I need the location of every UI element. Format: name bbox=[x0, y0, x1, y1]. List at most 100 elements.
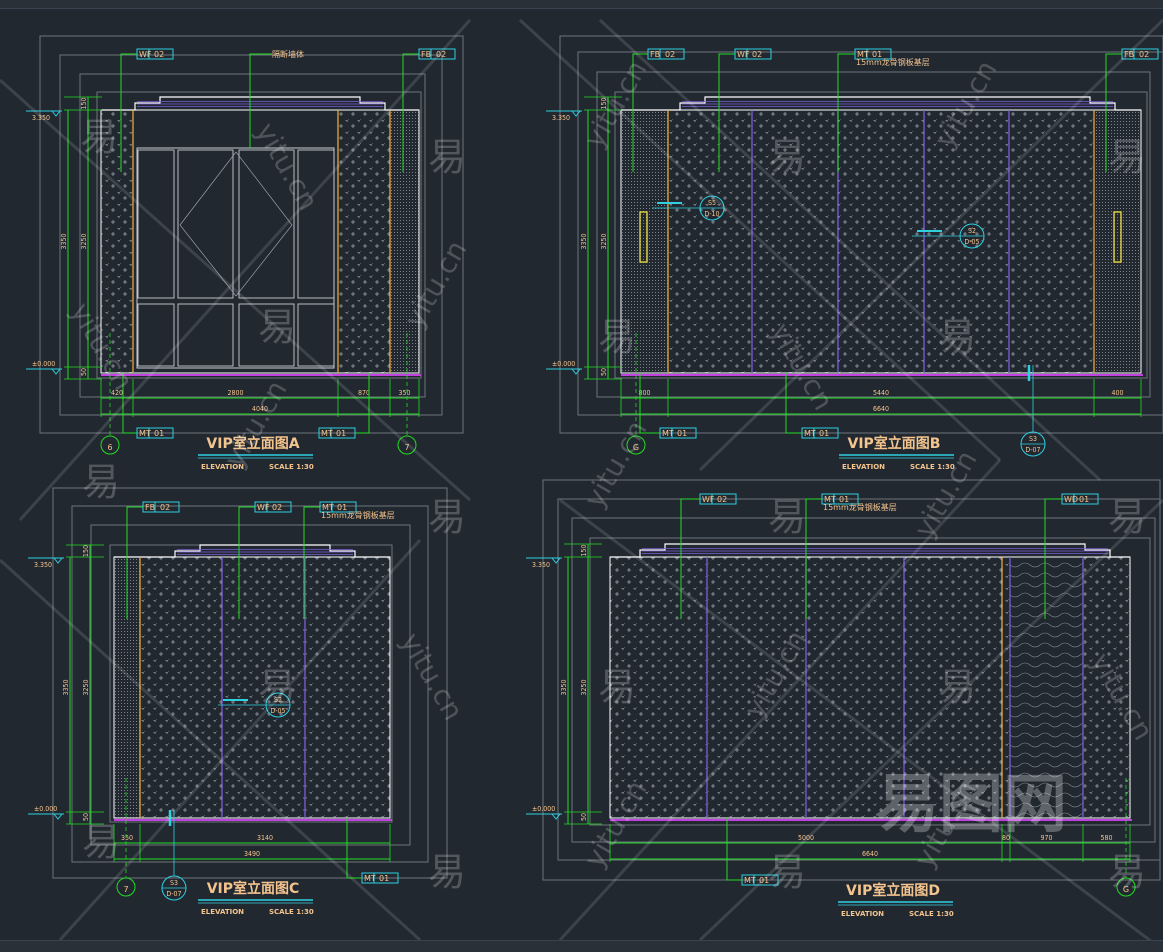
material-tag-code: MT bbox=[744, 876, 756, 885]
callout-number: S3 bbox=[1029, 435, 1037, 443]
material-tag-code: WF bbox=[737, 50, 750, 59]
level-marker-icon bbox=[50, 368, 62, 375]
door-panel bbox=[297, 303, 335, 367]
dim-height-total: 3350 bbox=[580, 233, 588, 249]
material-tag-number: 01 bbox=[379, 874, 389, 883]
door-swing-lines bbox=[179, 151, 293, 297]
material-tag-box bbox=[418, 48, 456, 60]
drawing-title: VIP室立面图C bbox=[207, 880, 300, 897]
wall-outline bbox=[609, 556, 1131, 819]
watermark-char: 易 bbox=[428, 135, 466, 179]
drawing-frame bbox=[559, 35, 1163, 434]
level-top: 3.350 bbox=[552, 114, 570, 122]
material-tag-box bbox=[319, 501, 357, 513]
material-note: 15mm龙骨钢板基层 bbox=[856, 57, 930, 67]
level-marker-icon bbox=[570, 110, 582, 117]
watermark-stroke bbox=[698, 18, 1163, 472]
dim-height-total: 3350 bbox=[62, 679, 70, 695]
material-tag-number: 02 bbox=[160, 503, 170, 512]
dim-width-total: 6640 bbox=[873, 405, 889, 413]
material-tag-number: 01 bbox=[336, 429, 346, 438]
leader-line bbox=[1044, 498, 1062, 619]
axis-label: G bbox=[1123, 885, 1129, 894]
material-tag-code: MT bbox=[824, 495, 836, 504]
door-window bbox=[136, 147, 335, 369]
wall-outline bbox=[100, 109, 420, 374]
ceiling-molding bbox=[114, 544, 390, 558]
drawing-subtitle: ELEVATION bbox=[841, 910, 884, 918]
wall-finish-plus bbox=[101, 110, 133, 373]
material-tag-box bbox=[801, 427, 839, 439]
axis-label: 6 bbox=[107, 443, 112, 452]
watermark-stroke bbox=[598, 18, 1102, 482]
level-top: 3.350 bbox=[532, 561, 550, 569]
drawing-frame bbox=[79, 73, 426, 398]
material-tag-box bbox=[254, 501, 292, 513]
drawing-scale: SCALE 1:30 bbox=[910, 463, 955, 471]
dim-width-segment: 350 bbox=[398, 389, 410, 397]
leader-line bbox=[837, 53, 855, 172]
leader-line bbox=[355, 373, 370, 434]
material-tag-number: 01 bbox=[677, 429, 687, 438]
watermark-stroke bbox=[0, 558, 422, 942]
axis-bubble bbox=[626, 435, 646, 455]
material-tag-box bbox=[318, 427, 356, 439]
leader-line bbox=[122, 373, 137, 434]
watermark-char: 易 bbox=[938, 315, 976, 359]
leader-line bbox=[1105, 53, 1122, 172]
material-tag-number: 01 bbox=[759, 876, 769, 885]
level-marker-icon bbox=[550, 813, 562, 820]
dim-width-segment: 80 bbox=[1002, 834, 1010, 842]
leader-line bbox=[346, 818, 362, 879]
material-tag-code: FB bbox=[1124, 50, 1134, 59]
level-floor: ±0.000 bbox=[532, 805, 555, 813]
level-marker-icon bbox=[50, 110, 62, 117]
material-tag-code: MT bbox=[321, 429, 333, 438]
watermark-stroke bbox=[58, 538, 422, 942]
callout-sheet: D-05 bbox=[964, 238, 979, 246]
dim-height-wall: 3250 bbox=[600, 233, 608, 249]
material-tag-code: MT bbox=[804, 429, 816, 438]
material-tag-box bbox=[734, 48, 772, 60]
wall-finish-wood bbox=[1010, 557, 1083, 818]
material-tag-number: 01 bbox=[1079, 495, 1089, 504]
leader-line bbox=[632, 53, 648, 172]
watermark-char: 易 bbox=[80, 115, 118, 159]
watermark-char: 易 bbox=[1108, 135, 1146, 179]
bottom-status-edge bbox=[0, 940, 1163, 952]
watermark-char: 易 bbox=[1108, 495, 1146, 539]
callout-sheet: D-05 bbox=[270, 707, 285, 715]
drawing-frame bbox=[90, 524, 411, 846]
material-tag-box bbox=[854, 48, 892, 60]
watermark-char: 易 bbox=[598, 665, 636, 709]
material-tag-number: 02 bbox=[717, 495, 727, 504]
material-tag-code: MT bbox=[857, 50, 869, 59]
material-tag-box bbox=[647, 48, 685, 60]
wall-lamp bbox=[1113, 211, 1122, 263]
drawing-title: VIP室立面图A bbox=[206, 435, 299, 452]
axis-bubble bbox=[116, 877, 136, 897]
material-tag-box bbox=[1121, 48, 1159, 60]
wall-finish-dots bbox=[621, 110, 668, 373]
watermark-stroke bbox=[558, 458, 1002, 942]
dim-width-segment: 2800 bbox=[227, 389, 243, 397]
ceiling-molding bbox=[101, 96, 419, 111]
dim-ceiling: 150 bbox=[600, 97, 608, 109]
door-panel bbox=[137, 303, 175, 367]
drawing-scale: SCALE 1:30 bbox=[269, 463, 314, 471]
axis-bubble bbox=[397, 435, 417, 455]
dim-width-segment: 870 bbox=[358, 389, 370, 397]
material-tag-number: 01 bbox=[819, 429, 829, 438]
level-floor: ±0.000 bbox=[32, 360, 55, 368]
elevation-d: 33503250150503.350±0.0005000809705806640… bbox=[526, 479, 1161, 918]
watermark-stroke bbox=[18, 18, 472, 522]
dim-width-segment: 350 bbox=[121, 834, 133, 842]
material-tag-code: MT bbox=[364, 874, 376, 883]
axis-bubble bbox=[1116, 877, 1136, 897]
material-tag-number: 01 bbox=[872, 50, 882, 59]
watermark-char: 易 bbox=[258, 305, 296, 349]
leader-line bbox=[238, 506, 255, 619]
wall-finish-plus bbox=[1083, 557, 1130, 818]
material-tag-code: WF bbox=[257, 503, 270, 512]
